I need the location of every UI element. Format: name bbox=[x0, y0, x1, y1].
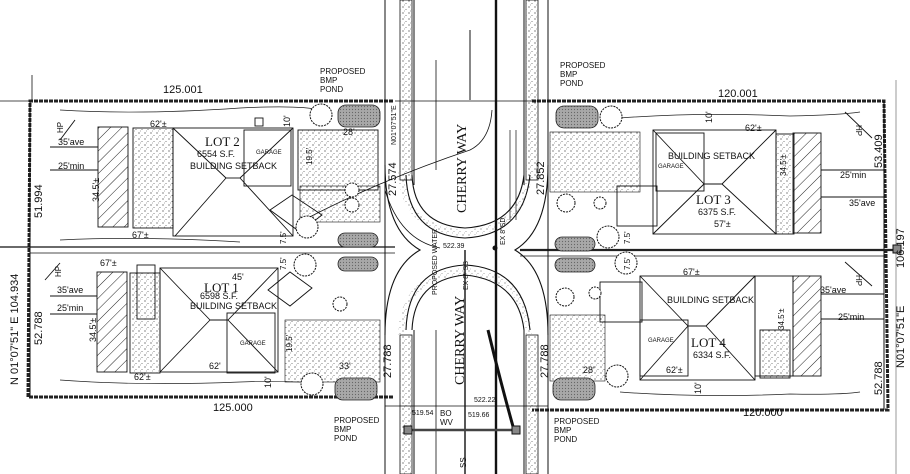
lot-2-setback: BUILDING SETBACK bbox=[190, 161, 278, 171]
lot-3-hp: HP bbox=[854, 125, 863, 137]
pond-label-ne: PROPOSED BMP POND bbox=[560, 61, 606, 88]
lot-2-depth: 34.5'± bbox=[91, 177, 101, 202]
lot-3-setback-min: 25'min bbox=[840, 170, 867, 180]
ex-sd-label: EX 8"SD bbox=[500, 217, 507, 245]
row-ne-dimension: 27.852 bbox=[535, 161, 547, 195]
elevation-bo: 519.54 bbox=[412, 410, 434, 417]
boundary-east-upper: 53.409 bbox=[873, 134, 885, 168]
side-setback-a: 7.5' bbox=[279, 231, 288, 244]
lot-1-setback-min: 25'min bbox=[57, 303, 84, 313]
lot-1-setback: BUILDING SETBACK bbox=[190, 301, 278, 311]
boundary-west-bearing: N 01°07'51" E 104.934 bbox=[9, 273, 21, 385]
lot-1-title: LOT 1 bbox=[204, 280, 239, 295]
lot-2-hp: HP bbox=[56, 121, 65, 133]
boundary-top-right: 120.001 bbox=[718, 88, 758, 100]
lot-2-front-dim: 62'± bbox=[150, 119, 167, 129]
lot-1-width-top: 45' bbox=[232, 272, 244, 282]
lot-4-setback: BUILDING SETBACK bbox=[667, 295, 755, 305]
lot-3-side: 10' bbox=[704, 111, 714, 123]
lot-4-hp: HP bbox=[854, 275, 863, 287]
lot-3-extra: 57'± bbox=[714, 219, 731, 229]
wv-label: WV bbox=[440, 418, 453, 427]
pond-label-se: PROPOSED BMP POND bbox=[554, 417, 600, 444]
lot-2-garage: GARAGE bbox=[256, 150, 282, 156]
lot-2-drawing bbox=[50, 117, 379, 237]
trees bbox=[293, 103, 638, 396]
ss-label: SS bbox=[459, 457, 468, 468]
boundary-east-bearing: N01°07'51"E bbox=[895, 305, 907, 368]
pond-label-nw: PROPOSED BMP POND bbox=[320, 67, 366, 94]
lot-1-setback-ave: 35'ave bbox=[57, 285, 84, 295]
property-boundary bbox=[26, 99, 890, 412]
lot-4-depth: 34.5'± bbox=[777, 308, 786, 331]
street-name-north: CHERRY WAY bbox=[455, 123, 470, 213]
lot-2-rear-dim: 67'± bbox=[132, 230, 149, 240]
lot-4-front-dim: 62'± bbox=[666, 365, 683, 375]
bo-label: BO bbox=[440, 409, 452, 418]
side-setback-b: 7.5' bbox=[279, 257, 288, 270]
lot-2-side: 10' bbox=[282, 115, 292, 127]
lot-1-drawing bbox=[44, 262, 313, 374]
side-setback-c: 7.5' bbox=[623, 231, 632, 244]
lot-4-area: 6334 S.F. bbox=[693, 350, 732, 360]
pond-label-sw: PROPOSED BMP POND bbox=[334, 416, 380, 443]
lot-2-drive: 28' bbox=[343, 127, 355, 137]
lot-1-rear-dim: 67'± bbox=[100, 258, 117, 268]
lot-1-side: 10' bbox=[263, 376, 273, 388]
row-nw-dimension: 27.574 bbox=[387, 162, 399, 196]
boundary-west-upper: 51.994 bbox=[33, 184, 45, 218]
lot-1-drive: 33' bbox=[339, 361, 351, 371]
bmp-ponds bbox=[334, 104, 599, 401]
row-nw-bearing: N01°07'51"E bbox=[391, 105, 398, 145]
lot-2-title: LOT 2 bbox=[205, 134, 240, 149]
boundary-top-left: 125.001 bbox=[163, 84, 203, 96]
lot-1-area: 6598 S.F. bbox=[200, 291, 239, 301]
lot-2-setback-ave: 35'ave bbox=[58, 137, 85, 147]
elevation-center: 522.39 bbox=[443, 243, 465, 250]
row-sw-dimension: 27.788 bbox=[382, 344, 394, 378]
lot-2-side-yard: 19.5' bbox=[305, 147, 314, 165]
lot-3-drawing bbox=[616, 111, 884, 235]
lot-3-garage: GARAGE bbox=[658, 164, 684, 170]
lot-4-garage: GARAGE bbox=[648, 338, 674, 344]
lot-4-rear-dim: 67'± bbox=[683, 267, 700, 277]
lot-4-drive: 28' bbox=[583, 365, 595, 375]
lot-3-depth: 34.5'± bbox=[779, 154, 788, 177]
lot-4-title: LOT 4 bbox=[691, 335, 726, 350]
side-setback-d: 7.5' bbox=[623, 257, 632, 270]
elevation-right: 519.66 bbox=[468, 412, 490, 419]
proposed-water-label: PROPOSED WATER bbox=[432, 228, 439, 295]
boundary-bottom-right: 120.000 bbox=[743, 407, 783, 419]
street-name-south: CHERRY WAY bbox=[453, 295, 468, 385]
lot-2-area: 6554 S.F. bbox=[197, 149, 236, 159]
lot-4-setback-ave: 35'ave bbox=[820, 285, 847, 295]
elevation-south: 522.22 bbox=[474, 397, 496, 404]
lot-4-side: 10' bbox=[693, 382, 703, 394]
lot-3-title: LOT 3 bbox=[696, 192, 731, 207]
lot-4-drawing bbox=[599, 261, 884, 381]
boundary-east-lower: 52.788 bbox=[873, 361, 885, 395]
lot-1-hp: HP bbox=[54, 265, 63, 277]
boundary-bottom-left: 125.000 bbox=[213, 402, 253, 414]
ex-ss-label: EX 8" SS bbox=[463, 261, 470, 290]
lot-1-garage: GARAGE bbox=[240, 341, 266, 347]
boundary-west-lower: 52.788 bbox=[33, 311, 45, 345]
lot-3-setback-ave: 35'ave bbox=[849, 198, 876, 208]
row-se-dimension: 27.788 bbox=[539, 344, 551, 378]
lot-1-front-dim: 62'± bbox=[134, 372, 151, 382]
lot-3-setback: BUILDING SETBACK bbox=[668, 151, 756, 161]
lot-3-front-dim: 62'± bbox=[745, 123, 762, 133]
lot-4-setback-min: 25'min bbox=[838, 312, 865, 322]
lot-2-setback-min: 25'min bbox=[58, 161, 85, 171]
lot-1-depth: 34.5'± bbox=[88, 317, 98, 342]
boundary-east-total: 106.197 bbox=[895, 228, 907, 268]
lot-1-width-bottom: 62' bbox=[209, 361, 221, 371]
lot-1-side-yard: 19.5' bbox=[285, 334, 294, 352]
lot-3-area: 6375 S.F. bbox=[698, 207, 737, 217]
